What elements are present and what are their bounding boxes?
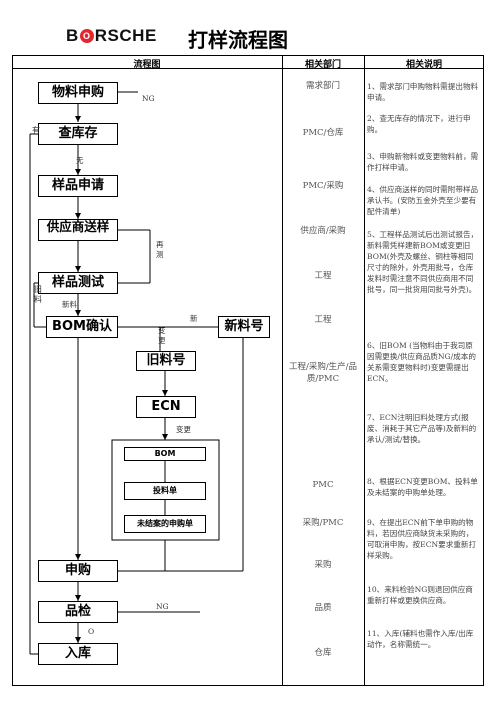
- dept-9: 采购/PMC: [302, 518, 344, 528]
- supplier-send-box: 供应商送样: [38, 219, 118, 241]
- column-divider-2: [364, 55, 365, 686]
- note-3: 3、申购新物料或变更物料前，需作打样申请。: [367, 152, 479, 172]
- new-material-label: 新料: [62, 300, 77, 309]
- note-10: 10、来料检验NG则退回供应商重新打样或更换供应商。: [367, 585, 473, 605]
- dept-4: 供应商/采购: [300, 226, 346, 236]
- check-stock-box: 查库存: [38, 123, 118, 145]
- note-9: 9、在提出ECN前下单申购的物料，若因供应商缺货未采购的，可取消申购，按ECN要…: [367, 518, 477, 560]
- note-5: 5、工程样品测试后出测试报告，新料需凭样建新BOM或变更旧BOM(外壳及螺丝、铜…: [367, 230, 479, 294]
- ecn-box: ECN: [136, 396, 196, 418]
- none-label: 无: [76, 156, 84, 165]
- note-11: 11、入库(辅料也需作入库/出库动作，名称需统一。: [367, 629, 474, 649]
- flow-table: [12, 55, 484, 686]
- bom-confirm-box: BOM确认: [46, 316, 118, 338]
- dept-10: 采购: [314, 560, 332, 570]
- change-label-2: 变更: [176, 425, 191, 434]
- new-label: 新: [190, 314, 198, 323]
- dept-1: 需求部门: [305, 81, 340, 91]
- sample-test-box: 样品测试: [38, 272, 118, 294]
- note-2: 2、查无库存的情况下，进行申购。: [367, 114, 471, 134]
- column-divider-1: [282, 55, 283, 686]
- dept-6: 工程: [314, 315, 332, 325]
- bom-box: BOM: [124, 447, 206, 461]
- note-7: 7、ECN注明旧料处理方式(报废、消耗于其它产品等)及新料的承认/测试/替换。: [367, 413, 477, 444]
- sample-apply-box: 样品申请: [38, 175, 118, 197]
- dept-3: PMC/采购: [302, 181, 344, 191]
- dept-7: 工程/采购/生产/品质/PMC: [288, 362, 358, 384]
- dept-8: PMC: [312, 480, 334, 490]
- ng-label-1: NG: [142, 94, 155, 103]
- column-header-dept: 相关部门: [304, 60, 341, 70]
- ok-label: O: [88, 627, 95, 636]
- note-6: 6、旧BOM (当物料由于我司原因需更换/供应商品质NG/成本的关系需变更物料时…: [367, 341, 476, 383]
- ng-label-2: NG: [156, 602, 169, 611]
- page-title: 打样流程图: [188, 28, 288, 52]
- warehousing-box: 入库: [38, 643, 118, 665]
- header-divider: [12, 68, 484, 69]
- retest-label: 再测: [156, 240, 164, 259]
- change-label-1: 变更: [158, 326, 166, 345]
- column-header-flow: 流程图: [133, 60, 161, 70]
- old-part-no-box: 旧料号: [136, 351, 196, 371]
- material-apply-box: 物料申购: [38, 82, 118, 104]
- dept-11: 品质: [314, 603, 332, 613]
- dept-12: 仓库: [314, 648, 332, 658]
- dept-2: PMC/仓库: [302, 128, 344, 138]
- note-4: 4、供应商送样的同时需附带样品承认书。(安防五金外壳至少要有配件清单): [367, 185, 479, 216]
- column-header-desc: 相关说明: [405, 60, 442, 70]
- note-8: 8、根据ECN变更BOM、投料单及未结案的申购单处理。: [367, 477, 478, 497]
- new-part-no-box: 新料号: [218, 316, 270, 338]
- have-label: 有: [32, 126, 40, 135]
- dept-5: 工程: [314, 271, 332, 281]
- logo-o-mark: O: [79, 29, 94, 43]
- open-purchase-box: 未结案的申购单: [124, 515, 206, 533]
- old-material-label: 旧料: [34, 285, 42, 304]
- delivery-order-box: 投料单: [124, 482, 206, 500]
- purchase-box: 申购: [38, 560, 118, 582]
- inspection-box: 品检: [38, 601, 118, 623]
- note-1: 1、需求部门申购物料需提出物料申请。: [367, 82, 479, 102]
